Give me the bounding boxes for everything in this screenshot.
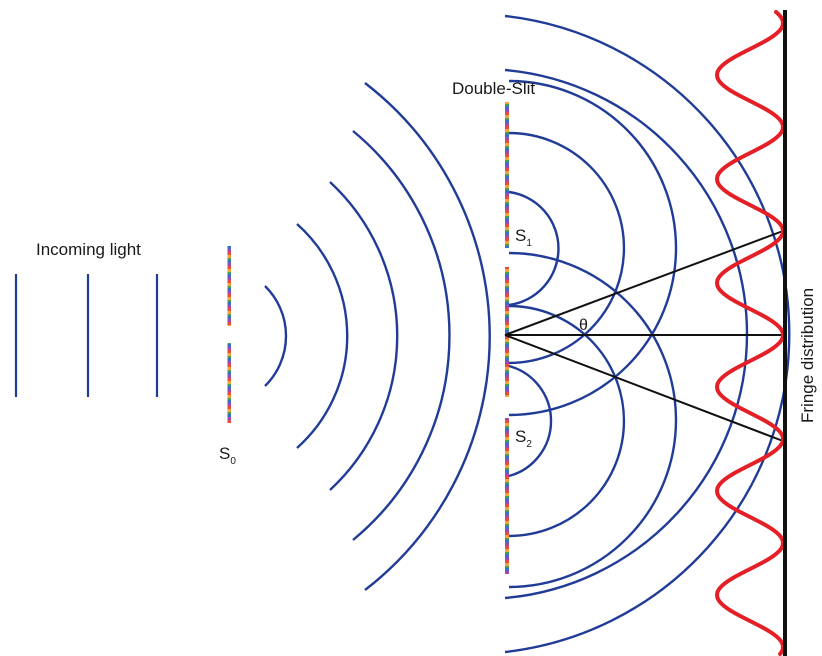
barrier-bottom [505, 418, 509, 574]
wavefront-arc [504, 14, 791, 654]
wavefront-arc [296, 223, 349, 449]
wavefront-arc [329, 181, 399, 491]
s1-label: S1 [515, 226, 532, 249]
ray-upper [504, 230, 784, 336]
source-wavefronts [264, 82, 491, 591]
barrier-lower [227, 343, 231, 423]
barrier-top [505, 102, 509, 248]
barrier-upper [227, 246, 231, 326]
s1-subscript: 1 [526, 238, 532, 249]
barrier-middle [505, 267, 509, 397]
wavefront-arc [352, 130, 451, 541]
double-slit-barrier [505, 102, 509, 574]
wavefront-arc [508, 190, 560, 307]
wavefront-arc [508, 251, 678, 589]
s0-label: S0 [219, 444, 236, 467]
slit2-wavefronts [508, 251, 678, 589]
wavefront-arc [508, 304, 626, 538]
incoming-wavefronts [14, 274, 159, 397]
s2-subscript: 2 [526, 439, 532, 450]
s2-main: S [515, 427, 526, 446]
fringe-intensity-curve [715, 10, 785, 656]
s0-subscript: 0 [230, 456, 236, 467]
fringe-distribution-label: Fringe distribution [798, 288, 817, 423]
slit1-wavefronts [508, 79, 678, 417]
s2-label: S2 [515, 427, 532, 450]
source-barrier [227, 246, 231, 423]
wavefront-arc [508, 364, 553, 478]
theta-label: θ [579, 317, 588, 334]
s1-main: S [515, 226, 526, 245]
incoming-light-label: Incoming light [36, 240, 141, 259]
wavefront-arc [364, 82, 491, 591]
ray-lower [504, 334, 784, 442]
wavefront-arc [264, 285, 288, 387]
ray-lines [504, 230, 784, 442]
s0-main: S [219, 444, 230, 463]
wavefront-arc [508, 131, 626, 365]
wavefront-arc [508, 79, 678, 417]
double-slit-label: Double-Slit [452, 79, 535, 98]
